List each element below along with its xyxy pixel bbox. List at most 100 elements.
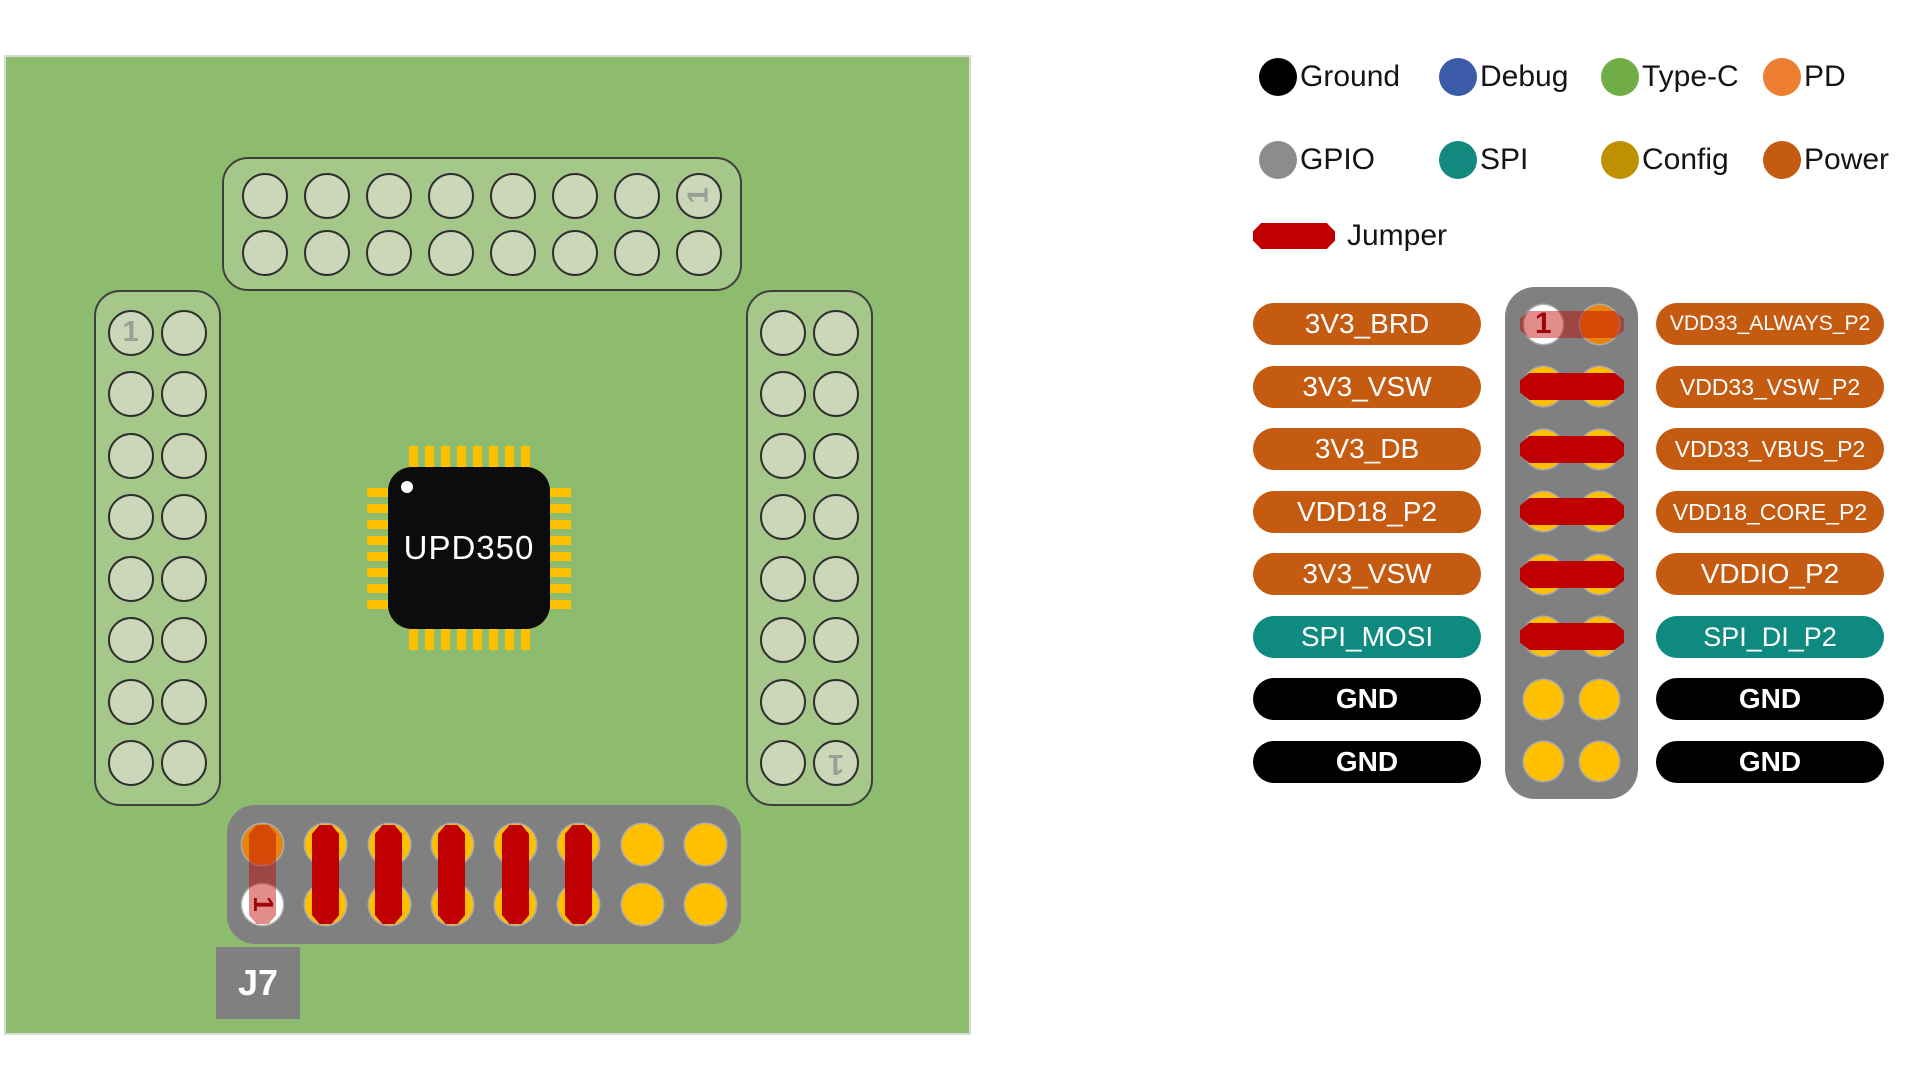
pad [1523,679,1563,719]
pin-label: GND [1656,678,1884,720]
pin-label: VDD33_VSW_P2 [1656,366,1884,408]
header-pin1-hole: 1 [107,309,154,356]
pin-label-text: VDD33_VBUS_P2 [1674,435,1866,462]
header-pin-hole [813,371,860,418]
jumper [375,825,402,924]
header-pin-hole [304,172,350,219]
chip-label: UPD350 [403,529,535,566]
header-pin-hole [759,432,806,479]
pin-label: VDDIO_P2 [1656,553,1884,595]
legend-dot [1763,141,1801,179]
pin-label: 3V3_VSW [1253,366,1481,408]
header-pin-hole [490,172,536,219]
header-pin-hole [107,494,154,541]
header-pin-hole [428,172,474,219]
header-pin-hole [759,371,806,418]
pad-pin1: 1 [1523,304,1563,344]
header-pin-hole [614,172,660,219]
header-right: 1 [746,290,873,806]
jumper-translucent [249,825,276,924]
jumper [438,825,465,924]
header-pin-hole [813,617,860,664]
pad [1580,742,1620,782]
header-pin-hole [428,229,474,276]
header-pin-hole [552,172,598,219]
legend-label: Config [1642,143,1729,176]
pin-label-text: VDD18_P2 [1296,496,1438,527]
jumper [312,825,339,924]
legend-dot [1601,141,1639,179]
chip-pins-left [367,467,388,629]
legend-label: PD [1804,60,1846,93]
legend-item-debug: Debug [1439,58,1568,96]
header-pin-hole [813,555,860,602]
legend-item-gpio: GPIO [1259,141,1375,179]
legend-item-typec: Type-C [1601,58,1739,96]
header-pin-hole [107,740,154,787]
header-pin-hole [161,555,208,602]
header-left: 1 [94,290,221,806]
jumper [565,825,592,924]
pin-label: GND [1253,678,1481,720]
jumper [1520,373,1624,400]
pin1-marker: 1 [828,747,845,780]
chip-pins-right [550,467,571,629]
pin1-marker: 1 [682,187,715,204]
pin-label: GND [1253,741,1481,783]
jumper [1520,561,1624,588]
header-pin-hole [161,309,208,356]
header-pin1-hole: 1 [813,740,860,787]
pin-label-text: 3V3_BRD [1304,308,1430,339]
header-pin-hole [161,678,208,725]
header-pin-hole [242,229,288,276]
connector-ref-label: J7 [216,947,300,1019]
pin-label: SPI_DI_P2 [1656,616,1884,658]
chip-pins-bottom [388,629,550,650]
pad [1523,742,1563,782]
header-pin-hole [552,229,598,276]
pin-label: SPI_MOSI [1253,616,1481,658]
header-pin-hole [161,740,208,787]
pin-label: 3V3_BRD [1253,303,1481,345]
header-pin-hole [366,172,412,219]
legend-item-config: Config [1601,141,1729,179]
header-pin-hole [304,229,350,276]
jumper [1520,436,1624,463]
header-pin-hole [759,678,806,725]
header-pin-hole [759,309,806,356]
chip-pins-top [388,446,550,467]
header-pin-hole [107,555,154,602]
pad-pin1: 1 [242,883,284,925]
pad-orange [1580,304,1620,344]
pad-orange [242,824,284,866]
header-pin-hole [813,309,860,356]
legend-item-power: Power [1763,141,1889,179]
pin-label: VDD18_CORE_P2 [1656,491,1884,533]
legend-jumper-label: Jumper [1347,219,1448,252]
header-pin-hole [676,229,722,276]
jumper-translucent [1520,311,1624,338]
pin-label-text: VDD33_ALWAYS_P2 [1669,312,1871,335]
pin-label: VDD18_P2 [1253,491,1481,533]
pin-label-text: GND [1335,746,1399,777]
header-pin-hole [490,229,536,276]
legend-label: Ground [1300,60,1401,93]
header-pin-hole [107,678,154,725]
legend-dot [1763,58,1801,96]
pin-label-text: 3V3_VSW [1302,371,1432,402]
pin-label-text: GND [1738,683,1802,714]
header-top: 1 [222,157,742,291]
legend-dot [1259,58,1297,96]
header-pin-hole [813,432,860,479]
pin-label-text: SPI_DI_P2 [1703,621,1837,652]
connector-j7: 1 [227,805,741,944]
header-pin-hole [107,432,154,479]
header-pin-hole [161,432,208,479]
pin-label: VDD33_ALWAYS_P2 [1656,303,1884,345]
pad [621,883,663,925]
header-pin-hole [759,494,806,541]
legend-label: SPI [1480,143,1529,176]
legend-label: Power [1804,143,1890,176]
pin-label-text: 3V3_VSW [1302,558,1432,589]
